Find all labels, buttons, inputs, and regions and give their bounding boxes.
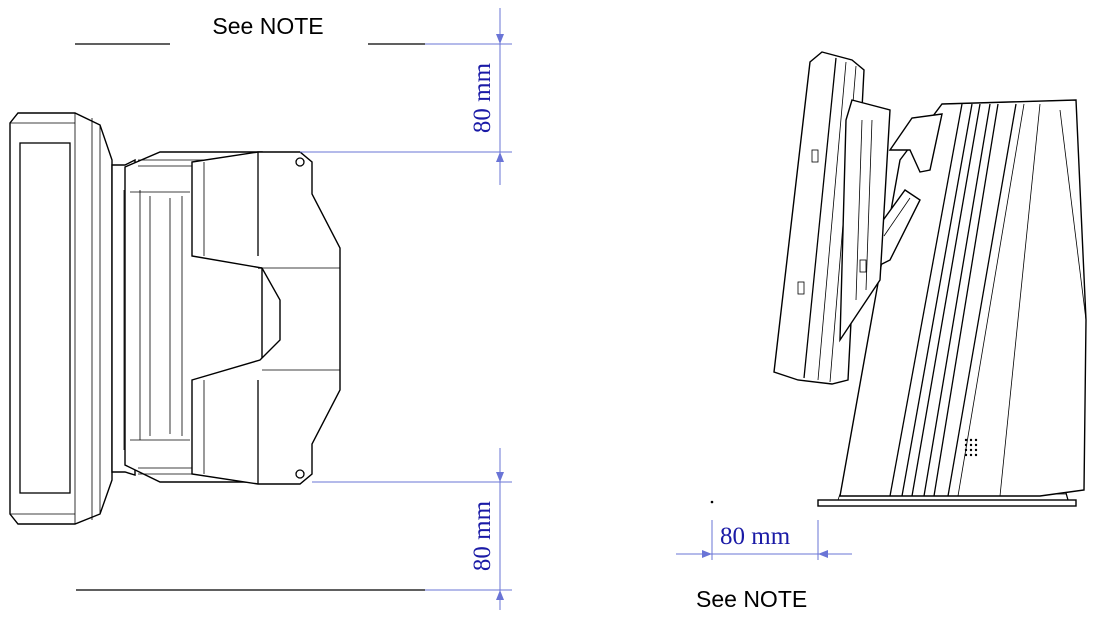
bottom-right-note-label: See NOTE <box>696 586 807 612</box>
top-note-label: See NOTE <box>212 13 323 39</box>
bottom-clearance-dimension: 80 mm <box>312 448 512 610</box>
bottom-clearance-label: 80 mm <box>469 500 496 571</box>
main-housing <box>191 151 341 485</box>
top-clearance-label: 80 mm <box>469 62 496 133</box>
top-clearance-dimension: 80 mm <box>300 8 512 185</box>
rear-clearance-label: 80 mm <box>720 523 791 550</box>
display-side <box>773 51 891 385</box>
speaker-grille <box>964 438 978 457</box>
side-view: 80 mm See NOTE <box>676 51 1087 612</box>
top-view: See NOTE <box>9 8 512 610</box>
rear-clearance-dimension: 80 mm <box>676 500 852 560</box>
display-panel <box>9 112 113 525</box>
display-arm <box>869 113 943 272</box>
